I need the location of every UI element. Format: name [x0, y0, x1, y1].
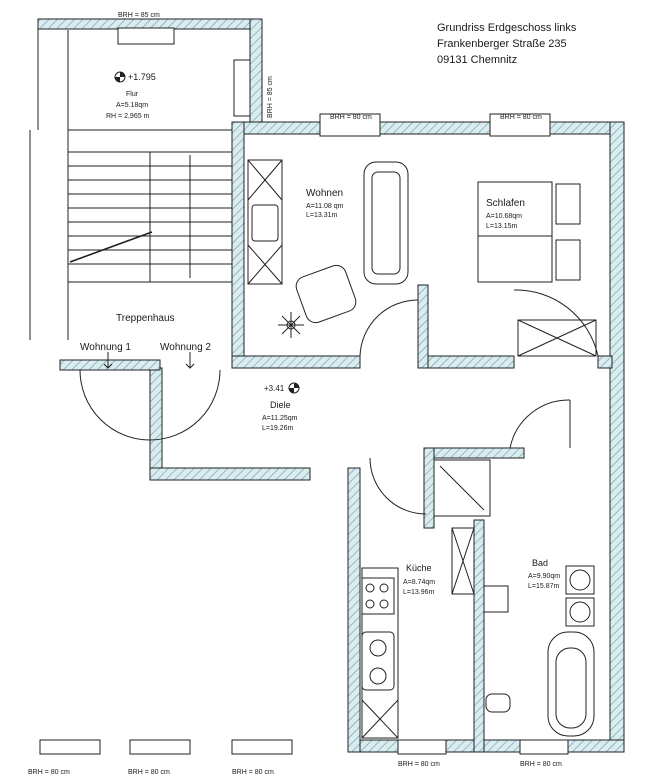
- stair-arrows: [103, 352, 195, 369]
- wohnen-area: A=11.08 qm: [306, 203, 344, 210]
- wall-living-bottom-1: [231, 355, 361, 369]
- wall-wohnen-schlafen: [417, 284, 429, 369]
- dryer: [565, 597, 595, 627]
- wall-apartment-right: [609, 121, 625, 753]
- bad-name: Bad: [532, 558, 548, 568]
- stove: [361, 577, 395, 615]
- wohnen-furniture: [247, 159, 409, 338]
- flur-area: A=5.18qm: [116, 102, 148, 109]
- bathtub: [547, 631, 595, 737]
- treppenhaus-name: Treppenhaus: [116, 313, 175, 324]
- wall-stair-bottom: [59, 359, 161, 371]
- kueche-perimeter: L=13.96m: [403, 589, 434, 596]
- shower: [433, 459, 491, 517]
- armchair-round: [295, 264, 357, 324]
- sofa: [363, 161, 409, 285]
- plan-city: 09131 Chemnitz: [437, 54, 518, 66]
- wall-living-bottom-2: [417, 355, 515, 369]
- wall-apartment-top: [231, 121, 625, 135]
- window-label-bottom-1: BRH = 80 cm: [28, 769, 70, 776]
- windows: [39, 27, 569, 755]
- window-flur-top: [117, 27, 175, 45]
- window-label-top-left: BRH = 85 cm: [118, 12, 160, 19]
- kueche-name: Küche: [406, 563, 432, 573]
- diele-perimeter: L=19.26m: [262, 425, 293, 432]
- door-kitchen: [369, 457, 427, 515]
- diele-name: Diele: [270, 400, 291, 410]
- door-schlafen: [513, 289, 599, 357]
- wall-kitchen-left: [347, 467, 361, 753]
- window-label-bottom-4: BRH = 80 cm: [398, 761, 440, 768]
- bed: [477, 181, 553, 283]
- wall-shaft-left: [423, 447, 435, 529]
- nightstand-top: [555, 183, 581, 225]
- window-bath: [519, 739, 569, 755]
- kueche-area: A=8.74qm: [403, 579, 435, 586]
- diele-area: A=11.25qm: [262, 415, 298, 422]
- flur-level: +1.795: [128, 72, 156, 82]
- shelf-unit: [247, 159, 283, 285]
- plan-header: Grundriss Erdgeschoss links Frankenberge…: [437, 20, 576, 68]
- wardrobe: [517, 319, 597, 357]
- wall-flur-right: [249, 18, 263, 130]
- washer: [565, 565, 595, 595]
- window-label-wohnen: BRH = 80 cm: [330, 114, 372, 121]
- washbasin: [483, 585, 509, 613]
- plan-street: Frankenberger Straße 235: [437, 38, 567, 50]
- window-kitchen: [397, 739, 447, 755]
- wall-living-bottom-3: [597, 355, 613, 369]
- toilet: [485, 693, 511, 713]
- window-schlafen: [489, 113, 551, 137]
- schlafen-area: A=10.68qm: [486, 213, 522, 220]
- kitchen-counter: [361, 567, 399, 739]
- wohnung-1-label: Wohnung 1: [80, 342, 131, 353]
- wohnung-2-label: Wohnung 2: [160, 342, 211, 353]
- plant-icon: [278, 312, 304, 338]
- schlafen-name: Schlafen: [486, 198, 525, 209]
- wall-living-left: [231, 121, 245, 363]
- window-label-bottom-3: BRH = 80 cm: [232, 769, 274, 776]
- flur-name: Flur: [126, 91, 139, 98]
- schlafen-furniture: [477, 181, 597, 357]
- wall-shaft-top: [423, 447, 525, 459]
- nightstand-bottom: [555, 239, 581, 281]
- wall-diele-left: [149, 367, 163, 481]
- window-wohnen: [319, 113, 381, 137]
- flur-outline: [29, 19, 233, 360]
- level-marker-diele-icon: [288, 382, 300, 394]
- door-arc-wohnung-2: [149, 369, 221, 441]
- window-label-right-flur: BRH = 85 cm: [267, 76, 274, 118]
- window-flur-right: [233, 59, 251, 117]
- door-wohnen: [359, 299, 419, 357]
- door-bath: [509, 399, 571, 449]
- window-bottom-left: [39, 739, 101, 755]
- window-bottom-right: [231, 739, 293, 755]
- window-bottom-mid: [129, 739, 191, 755]
- stair-doors: [79, 369, 221, 441]
- wall-diele-bottom-left: [149, 467, 311, 481]
- door-arc-wohnung-1: [79, 369, 151, 441]
- bad-perimeter: L=15.87m: [528, 583, 559, 590]
- bath-fixtures: [483, 565, 595, 737]
- flur-rh: RH = 2,965 m: [106, 113, 150, 120]
- wohnen-name: Wohnen: [306, 188, 343, 199]
- kitchen-fixtures: [361, 459, 491, 739]
- window-label-bottom-2: BRH = 80 cm: [128, 769, 170, 776]
- schlafen-perimeter: L=13.15m: [486, 223, 517, 230]
- window-label-bottom-5: BRH = 80 cm: [520, 761, 562, 768]
- plan-title: Grundriss Erdgeschoss links: [437, 22, 577, 34]
- doors: [359, 289, 599, 515]
- wall-kitchen-bath: [473, 519, 485, 753]
- diele-level: +3.41: [264, 384, 285, 393]
- window-label-schlafen: BRH = 80 cm: [500, 114, 542, 121]
- bad-area: A=9.90qm: [528, 573, 560, 580]
- kitchen-sink: [361, 631, 395, 691]
- wall-apartment-bottom: [349, 739, 625, 753]
- wohnen-perimeter: L=13.31m: [306, 212, 337, 219]
- staircase: [67, 151, 233, 283]
- tall-cabinet: [451, 527, 475, 595]
- armchair-left: [251, 204, 279, 242]
- level-marker-flur-icon: [114, 71, 126, 83]
